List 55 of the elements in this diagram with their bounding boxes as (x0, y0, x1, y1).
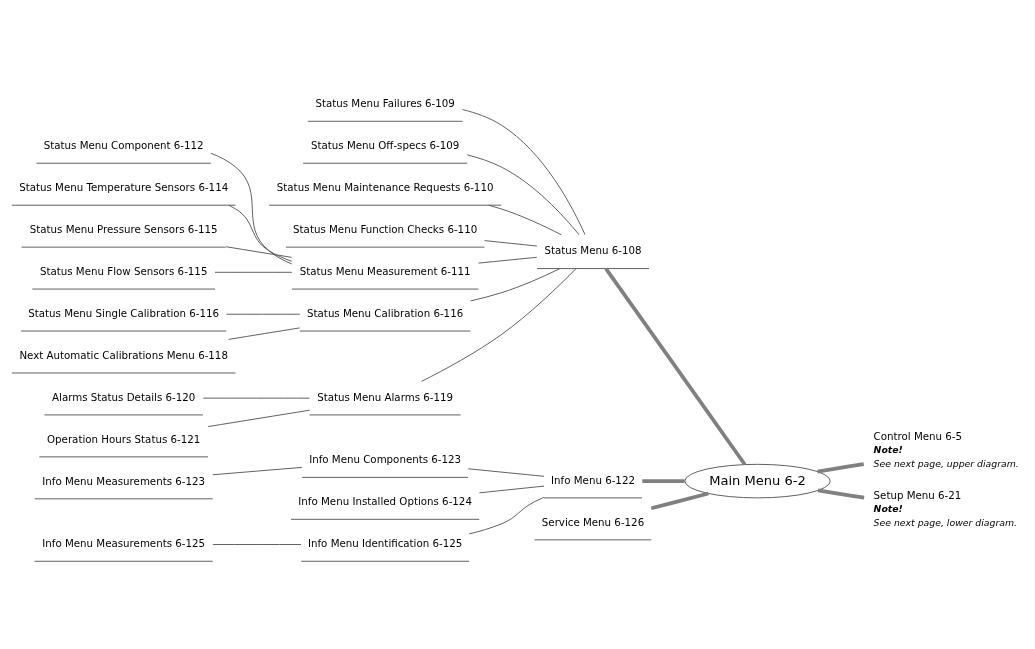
connector (466, 154, 580, 236)
node-text: Info Menu Components 6-123 (309, 453, 462, 466)
connector (467, 468, 545, 477)
connector (225, 246, 293, 258)
node-text: Info Menu Measurements 6-125 (42, 537, 206, 550)
node-text: Service Menu 6-126 (541, 515, 645, 528)
connector (478, 485, 545, 494)
connector (210, 152, 293, 265)
node-text: Status Menu Maintenance Requests 6-110 (276, 181, 494, 194)
node-text: Status Menu Calibration 6-116 (307, 306, 464, 319)
connector (604, 267, 747, 466)
connector (202, 397, 310, 399)
node-label: Note! (873, 444, 903, 456)
node-text: Info Menu Identification 6-125 (307, 537, 463, 550)
connector (650, 491, 709, 511)
node-text: Status Menu 6-108 (544, 244, 642, 257)
node-text: Status Menu Measurement 6-111 (299, 264, 471, 277)
node-label: Note! (873, 502, 903, 514)
connector (470, 268, 561, 302)
node-text: Status Menu Component 6-112 (43, 139, 204, 152)
node-ellipse: Main Menu 6-2 (684, 463, 831, 499)
node-text: Status Menu Flow Sensors 6-115 (39, 264, 208, 277)
connector (212, 544, 302, 545)
connector (421, 268, 577, 382)
connector (214, 271, 293, 273)
node-text: Status Menu Single Calibration 6-116 (28, 306, 220, 319)
node-text: Status Menu Failures 6-109 (315, 97, 455, 110)
connector (817, 462, 865, 474)
node-label: See next page, upper diagram. (873, 458, 1019, 470)
connector (228, 327, 301, 340)
connector (478, 256, 538, 264)
node-text: Info Menu Installed Options 6-124 (298, 495, 472, 508)
connector (484, 240, 538, 247)
node-text: Status Menu Temperature Sensors 6-114 (19, 181, 229, 194)
node-text: Next Automatic Calibrations Menu 6-118 (19, 348, 228, 361)
connector (642, 479, 685, 483)
connector (207, 409, 311, 428)
connector (468, 496, 545, 535)
connector (462, 109, 586, 236)
node-text: Control Menu 6-5 (873, 429, 963, 442)
node-text: Status Menu Off-specs 6-109 (310, 139, 460, 152)
node-text: Info Menu 6-122 (551, 473, 635, 486)
node-text: Info Menu Measurements 6-123 (42, 474, 206, 487)
node-text: Operation Hours Status 6-121 (47, 432, 201, 445)
node-text: Status Menu Pressure Sensors 6-115 (29, 222, 218, 235)
node-text: Status Menu Alarms 6-119 (317, 390, 454, 403)
connector (817, 488, 865, 500)
connector (226, 313, 301, 315)
connector (212, 466, 303, 476)
node-text: Status Menu Function Checks 6-110 (293, 222, 478, 235)
connector (488, 204, 562, 236)
node-text: Setup Menu 6-21 (873, 488, 962, 501)
node-text: Alarms Status Details 6-120 (52, 390, 196, 403)
connector (228, 204, 293, 262)
node-label: See next page, lower diagram. (873, 516, 1017, 528)
